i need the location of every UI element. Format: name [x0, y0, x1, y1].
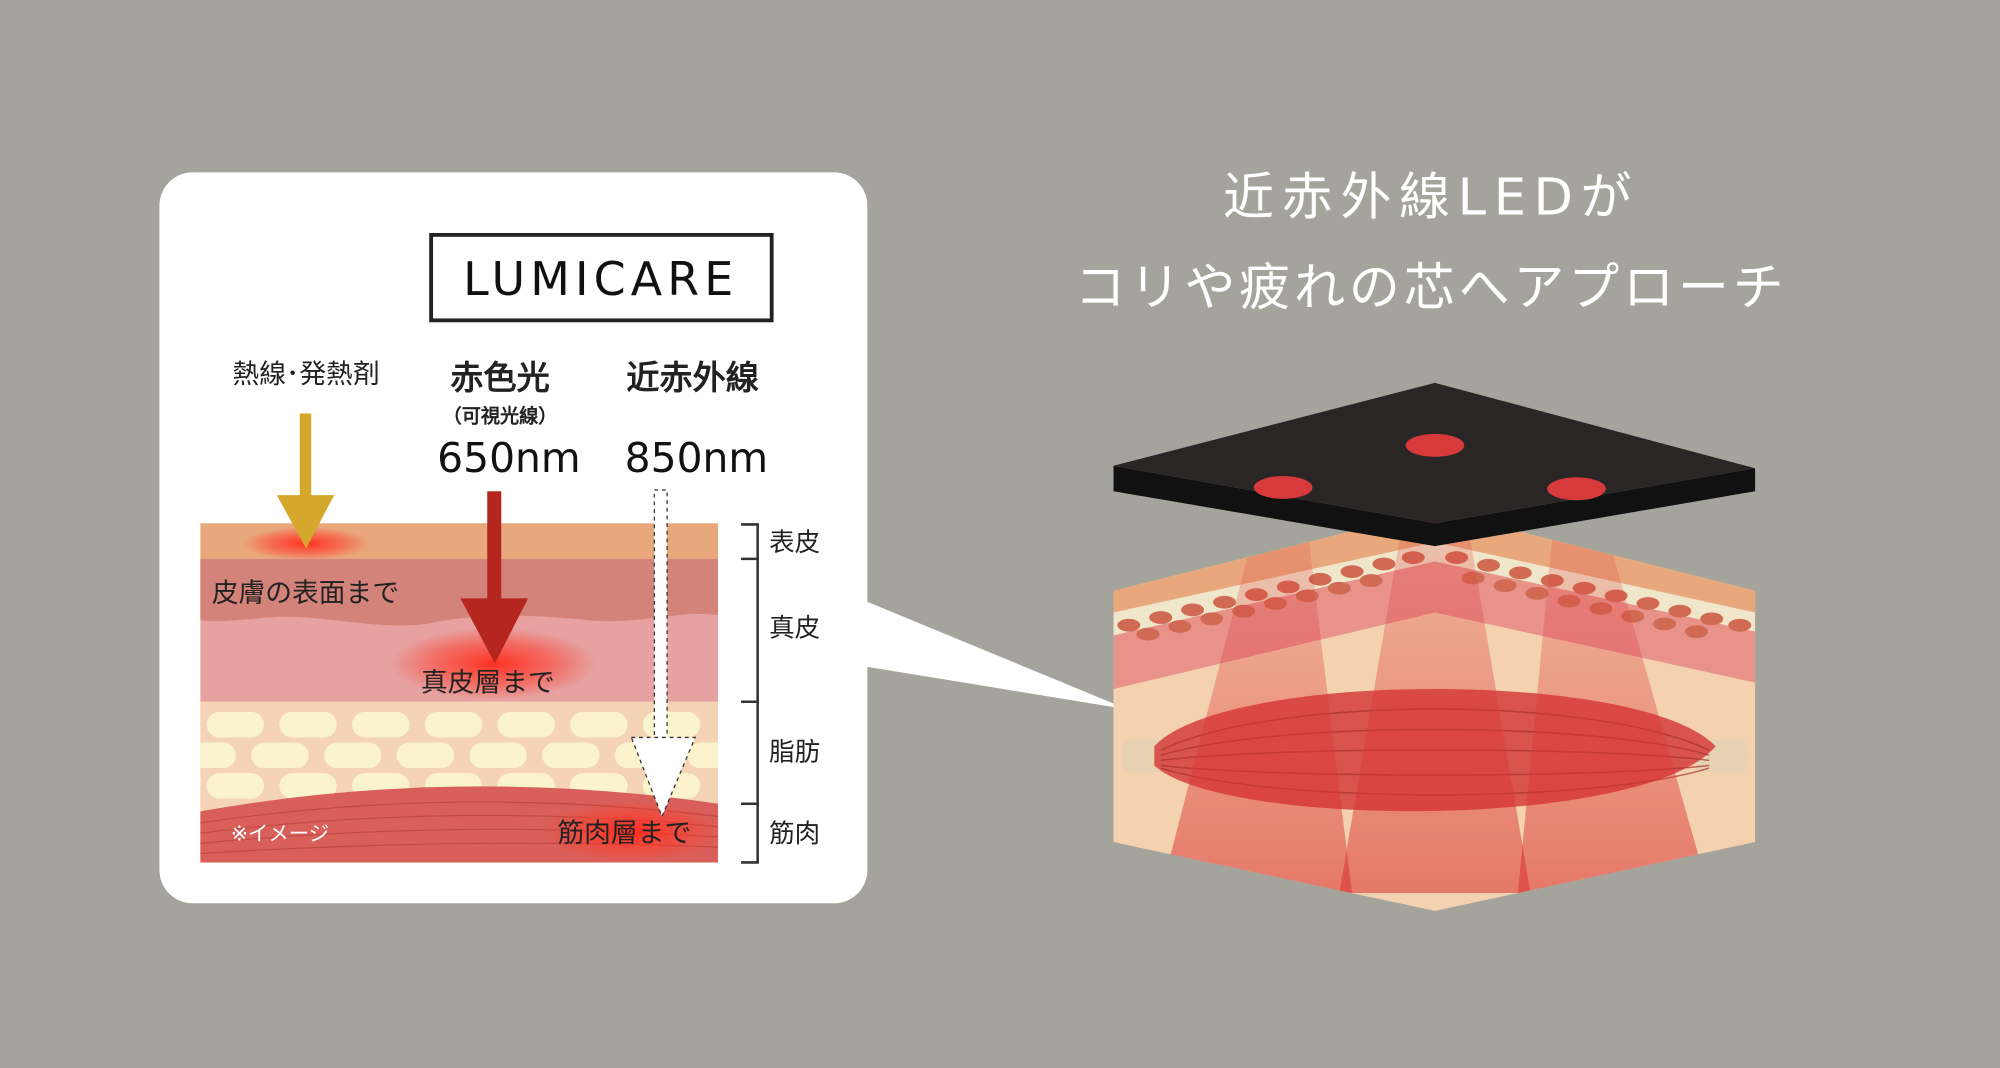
red-light-sublabel: （可視光線）: [443, 404, 558, 427]
led-light: [1547, 477, 1606, 501]
headline-line1: 近赤外線LEDが: [1223, 168, 1639, 227]
layer-brackets: [741, 523, 759, 864]
led-device: [1113, 382, 1756, 547]
red-light-label: 赤色光: [450, 358, 549, 397]
nir-label: 近赤外線: [626, 358, 759, 397]
led-light: [1253, 475, 1313, 499]
heat-arrow: [276, 413, 335, 549]
dermis-upper: [200, 558, 719, 626]
tissue-block: [1113, 510, 1756, 911]
headline-line2: コリや疲れの芯へアプローチ: [1075, 259, 1788, 318]
nir-wavelength: 850nm: [625, 434, 768, 482]
image-note: ※イメージ: [231, 822, 329, 846]
skin-cross-section: [200, 523, 719, 863]
callout-pointer: [862, 599, 1128, 710]
led-light: [1405, 433, 1465, 457]
red-light-wavelength: 650nm: [437, 434, 580, 482]
layer-label-epidermis: 表皮: [769, 528, 820, 558]
comparison-card: LUMICARE 熱線･発熱剤 赤色光 （可視光線） 650nm 近赤外線 85…: [159, 172, 1128, 904]
light-beams: [1160, 510, 1710, 894]
dermis-glow: [391, 627, 596, 700]
depth-surface-label: 皮膚の表面まで: [212, 578, 399, 609]
red-light-arrow: [460, 491, 529, 664]
nir-arrow: [630, 489, 697, 819]
muscle-glow: [542, 801, 719, 863]
logo-text: LUMICARE: [463, 252, 738, 306]
logo-box: LUMICARE: [429, 232, 774, 323]
depth-dermis-label: 真皮層まで: [421, 668, 555, 699]
layer-label-fat: 脂肪: [769, 737, 820, 767]
depth-muscle-label: 筋肉層まで: [557, 818, 691, 849]
layer-label-dermis: 真皮: [769, 614, 820, 644]
heat-label: 熱線･発熱剤: [233, 359, 380, 390]
layer-label-muscle: 筋肉: [769, 819, 820, 849]
